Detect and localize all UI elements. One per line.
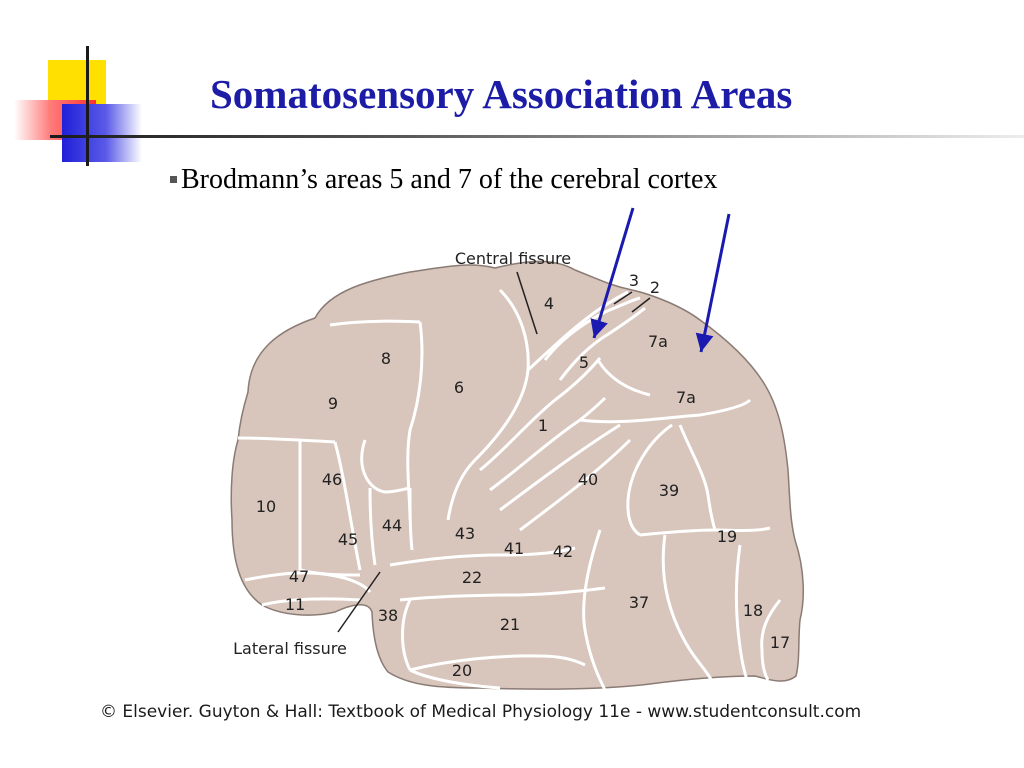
slide-title: Somatosensory Association Areas bbox=[210, 71, 793, 117]
area-42-label: 42 bbox=[553, 542, 573, 561]
area-7a-lower-label: 7a bbox=[676, 388, 696, 407]
bullet-item: Brodmann’s areas 5 and 7 of the cerebral… bbox=[170, 164, 717, 196]
area-40-label: 40 bbox=[578, 470, 598, 489]
copyright-caption: © Elsevier. Guyton & Hall: Textbook of M… bbox=[100, 702, 862, 722]
area-3-label: 3 bbox=[629, 271, 639, 290]
area-9-label: 9 bbox=[328, 394, 338, 413]
lateral-fissure-pointer bbox=[337, 571, 381, 633]
area-46-label: 46 bbox=[322, 470, 342, 489]
area-17-label: 17 bbox=[770, 633, 790, 652]
corner-decoration-blue bbox=[62, 104, 142, 162]
area-7a-upper-label: 7a bbox=[648, 332, 668, 351]
area-21-label: 21 bbox=[500, 615, 520, 634]
area-45-label: 45 bbox=[338, 530, 358, 549]
area-38-label: 38 bbox=[378, 606, 398, 625]
lateral-fissure-label: Lateral fissure bbox=[233, 639, 347, 658]
bullet-text: Brodmann’s areas 5 and 7 of the cerebral… bbox=[181, 164, 718, 195]
brain-outline bbox=[230, 260, 805, 690]
title-underline bbox=[50, 135, 1024, 138]
area-47-label: 47 bbox=[289, 567, 309, 586]
area-37-label: 37 bbox=[629, 593, 649, 612]
area-2-tick bbox=[631, 297, 651, 313]
area-3-tick bbox=[613, 291, 633, 305]
arrow-to-area-7a bbox=[695, 213, 731, 353]
area-8-label: 8 bbox=[381, 349, 391, 368]
area-5-label: 5 bbox=[579, 353, 589, 372]
arrow-to-area-5 bbox=[590, 207, 635, 339]
area-11-label: 11 bbox=[285, 595, 305, 614]
area-6-label: 6 bbox=[454, 378, 464, 397]
area-22-label: 22 bbox=[462, 568, 482, 587]
area-43-label: 43 bbox=[455, 524, 475, 543]
area-4-label: 4 bbox=[544, 294, 554, 313]
area-18-label: 18 bbox=[743, 601, 763, 620]
area-10-label: 10 bbox=[256, 497, 276, 516]
area-1-label: 1 bbox=[538, 416, 548, 435]
area-20-label: 20 bbox=[452, 661, 472, 680]
area-44-label: 44 bbox=[382, 516, 402, 535]
bullet-icon bbox=[170, 176, 177, 184]
area-39-label: 39 bbox=[659, 481, 679, 500]
area-41-label: 41 bbox=[504, 539, 524, 558]
area-19-label: 19 bbox=[717, 527, 737, 546]
central-fissure-pointer bbox=[516, 271, 538, 335]
corner-decoration-vertical-line bbox=[86, 46, 89, 166]
region-boundaries bbox=[237, 288, 782, 691]
central-fissure-label: Central fissure bbox=[455, 249, 571, 268]
area-2-label: 2 bbox=[650, 278, 660, 297]
